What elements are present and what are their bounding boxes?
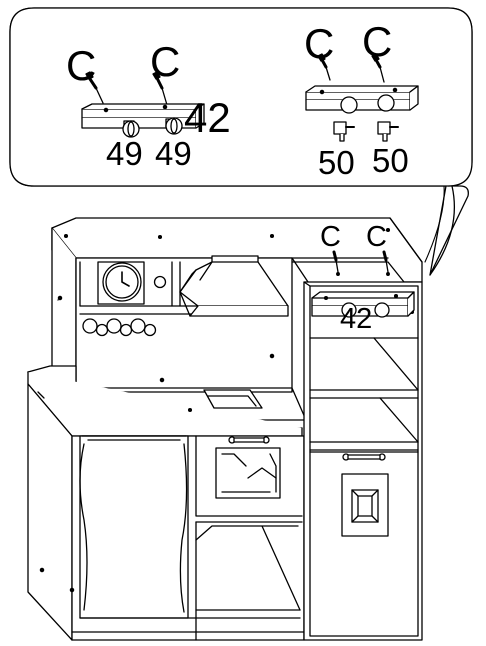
knob-part-50 bbox=[333, 121, 355, 142]
screw-label-c: C bbox=[66, 42, 96, 89]
right-tower bbox=[303, 281, 423, 641]
microwave bbox=[341, 473, 389, 537]
right-detail: C C 50 50 bbox=[304, 18, 419, 181]
knob-part-50 bbox=[377, 121, 399, 142]
screw-label-c: C bbox=[304, 20, 334, 67]
knob-label-49: 49 bbox=[106, 135, 143, 172]
bracket-part-42-installed bbox=[311, 291, 415, 318]
detail-callout bbox=[9, 7, 473, 276]
sink bbox=[203, 389, 263, 409]
play-kitchen: C C 42 bbox=[27, 217, 423, 641]
screw-icon bbox=[317, 53, 331, 81]
knob-label-50: 50 bbox=[318, 144, 355, 181]
hook-row bbox=[82, 318, 157, 337]
screw-label-c: C bbox=[366, 221, 387, 253]
screw-icon bbox=[382, 250, 390, 276]
microwave-handle-icon bbox=[342, 453, 386, 461]
screw-label-c: C bbox=[362, 18, 392, 65]
clock-icon bbox=[97, 261, 145, 305]
left-detail: C C 42 49 49 bbox=[66, 38, 231, 172]
part-label-42: 42 bbox=[340, 303, 372, 335]
knob-part-49 bbox=[165, 117, 183, 135]
knob-label-49: 49 bbox=[155, 135, 192, 172]
oven bbox=[195, 435, 303, 641]
knob-label-50: 50 bbox=[372, 142, 409, 179]
screw-icon bbox=[85, 71, 104, 104]
screw-label-c: C bbox=[320, 221, 341, 253]
oven-handle-icon bbox=[228, 436, 270, 444]
screw-icon bbox=[152, 71, 168, 106]
fridge-door bbox=[79, 435, 189, 619]
screw-icon bbox=[371, 53, 385, 83]
bracket-part bbox=[305, 85, 419, 114]
part-label-42: 42 bbox=[184, 94, 231, 141]
knob-part-49 bbox=[122, 120, 140, 138]
callout-pointer bbox=[429, 185, 455, 276]
screw-label-c: C bbox=[150, 38, 180, 85]
small-knob bbox=[153, 275, 167, 289]
screw-icon bbox=[332, 250, 340, 276]
range-hood bbox=[179, 255, 289, 317]
